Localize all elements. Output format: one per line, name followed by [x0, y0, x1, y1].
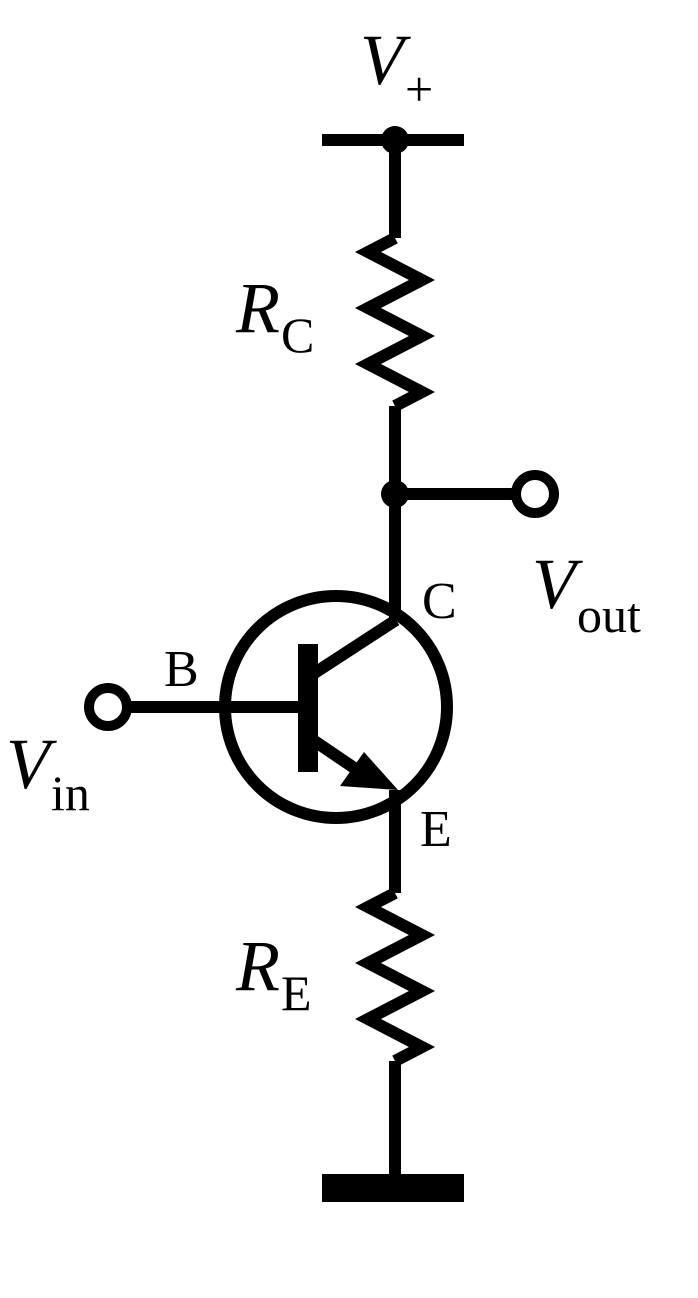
collector-resistor [354, 232, 436, 412]
output-label-main: V [532, 544, 576, 624]
output-label-sub: out [576, 587, 641, 643]
collector-resistor-label-main: R [236, 268, 280, 348]
output-terminal[interactable] [511, 470, 559, 518]
output-label: Vout [532, 548, 641, 640]
emitter-resistor-label-main: R [236, 926, 280, 1006]
emitter-pin-label: E [420, 801, 452, 858]
input-label: Vin [6, 728, 90, 818]
input-label-sub: in [50, 765, 90, 821]
supply-label-sub: + [404, 61, 434, 117]
base-bar [298, 644, 318, 772]
supply-label-main: V [360, 20, 404, 100]
base-pin-label: B [164, 641, 199, 698]
emitter-arrow-icon [340, 752, 398, 790]
collector-pin-label: C [422, 573, 457, 630]
supply-junction-dot [381, 126, 409, 154]
emitter-resistor [354, 887, 436, 1067]
input-terminal[interactable] [84, 683, 132, 731]
emitter-resistor-label-sub: E [280, 965, 312, 1021]
collector-resistor-label-sub: C [280, 307, 315, 363]
input-label-main: V [6, 724, 50, 804]
collector-resistor-label: RC [236, 272, 314, 360]
ground-bar [322, 1174, 464, 1202]
collector-lead [306, 614, 400, 682]
output-junction-dot [381, 480, 409, 508]
emitter-resistor-label: RE [236, 930, 312, 1018]
supply-label: V+ [360, 24, 433, 114]
